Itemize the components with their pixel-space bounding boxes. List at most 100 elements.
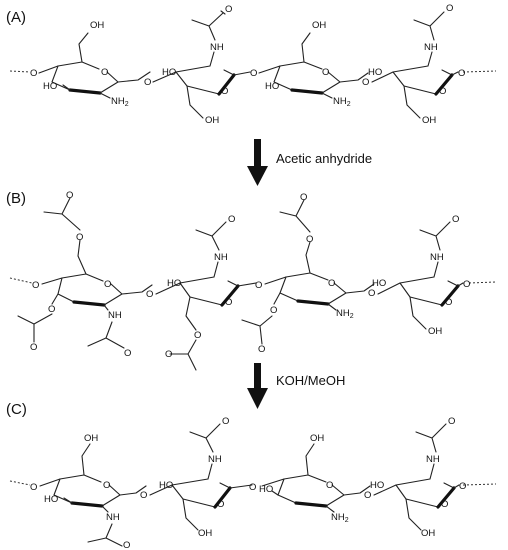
atom-ring-o: O bbox=[104, 279, 111, 290]
bond bbox=[101, 505, 109, 513]
atom-ring-o: O bbox=[441, 499, 448, 510]
bond-bold bbox=[434, 73, 454, 96]
atom-nh: NH bbox=[424, 42, 438, 53]
bond-bold bbox=[70, 501, 104, 508]
atom-oh: OH bbox=[310, 433, 324, 444]
bond bbox=[43, 197, 81, 231]
atom-nh: NH bbox=[208, 454, 222, 465]
bond bbox=[457, 282, 464, 287]
atom-nh2: NH2 bbox=[336, 308, 354, 320]
atom-ring-o: O bbox=[221, 86, 228, 97]
ring-b3: O O O O O NH2 O bbox=[241, 192, 375, 355]
bond bbox=[77, 239, 87, 275]
arrow-2-head bbox=[247, 388, 268, 409]
bond bbox=[327, 303, 337, 311]
atom-ring-o: O bbox=[445, 297, 452, 308]
atom-o: O bbox=[222, 416, 229, 427]
atom-end-o: O bbox=[458, 68, 465, 79]
chain-a-dash-left bbox=[9, 70, 31, 73]
atom-o: O bbox=[194, 330, 201, 341]
atom-ho: HO bbox=[162, 67, 176, 78]
atom-nh: NH bbox=[430, 252, 444, 263]
bond bbox=[429, 463, 435, 480]
bond bbox=[405, 498, 422, 531]
bond bbox=[87, 523, 123, 547]
bond bbox=[213, 261, 219, 278]
atom-o: O bbox=[258, 344, 265, 355]
atom-o: O bbox=[30, 482, 37, 493]
atom-ho: HO bbox=[167, 278, 181, 289]
bond bbox=[51, 293, 59, 305]
atom-o: O bbox=[32, 280, 39, 291]
chain-b-dash-right bbox=[468, 281, 497, 284]
bond-bold bbox=[294, 501, 328, 508]
bond bbox=[237, 282, 257, 287]
bond bbox=[339, 72, 369, 83]
bond-bold bbox=[68, 88, 102, 95]
atom-glyco-o: O bbox=[146, 289, 153, 300]
atom-ring-o: O bbox=[103, 480, 110, 491]
bond bbox=[233, 71, 251, 76]
atom-end-o: O bbox=[463, 279, 470, 290]
atom-ho: HO bbox=[159, 480, 173, 491]
atom-nh: NH bbox=[214, 252, 228, 263]
atom-oh: OH bbox=[422, 115, 436, 126]
atom-o: O bbox=[446, 3, 453, 14]
bond bbox=[321, 92, 333, 99]
atom-ring-o: O bbox=[326, 480, 333, 491]
atom-nh: NH bbox=[210, 42, 224, 53]
atom-oh: OH bbox=[428, 326, 442, 337]
bond-bold bbox=[72, 300, 106, 307]
ring-a4: HO NH O O OH O bbox=[368, 3, 465, 126]
bond bbox=[273, 292, 281, 305]
bond bbox=[325, 505, 335, 513]
bond bbox=[453, 484, 460, 489]
bond bbox=[182, 498, 199, 531]
atom-ring-o: O bbox=[225, 297, 232, 308]
atom-ring-o: O bbox=[217, 499, 224, 510]
bond bbox=[273, 65, 341, 94]
bond bbox=[191, 12, 224, 41]
bond bbox=[57, 277, 123, 306]
atom-o: O bbox=[30, 342, 37, 353]
bond bbox=[189, 423, 221, 453]
atom-nh2: NH2 bbox=[333, 96, 351, 108]
bond bbox=[207, 463, 213, 480]
bond bbox=[117, 71, 151, 83]
bond bbox=[419, 221, 451, 251]
bond bbox=[99, 92, 111, 99]
bond-bold bbox=[296, 299, 330, 306]
bond bbox=[409, 296, 427, 330]
atom-oh: OH bbox=[198, 528, 212, 539]
atom-ring-o: O bbox=[439, 86, 446, 97]
atom-ring-o: O bbox=[328, 278, 335, 289]
atom-o: O bbox=[300, 192, 307, 203]
bond bbox=[261, 474, 327, 487]
bond bbox=[413, 11, 445, 41]
chain-a: O OH O HO NH2 O HO NH O O bbox=[9, 3, 497, 126]
bond bbox=[121, 284, 153, 295]
ring-c3: OH O HO NH2 O bbox=[259, 433, 371, 524]
atom-glyco-o: O bbox=[255, 280, 262, 291]
atom-glyco-o: O bbox=[364, 490, 371, 501]
panel-label-b: (B) bbox=[6, 190, 26, 207]
ring-c4: HO NH O O OH O bbox=[370, 416, 466, 539]
bond bbox=[427, 51, 433, 67]
atom-glyco-o: O bbox=[368, 288, 375, 299]
bond bbox=[38, 61, 100, 74]
panel-label-c: (C) bbox=[6, 401, 27, 418]
bond bbox=[81, 443, 91, 476]
atom-ho: HO bbox=[44, 494, 58, 505]
chain-c-dash-left bbox=[9, 480, 31, 486]
bond bbox=[169, 339, 197, 371]
bond bbox=[155, 276, 215, 295]
atom-nh2: NH2 bbox=[111, 96, 129, 108]
atom-oh: OH bbox=[84, 433, 98, 444]
bond-bold bbox=[440, 284, 460, 307]
bond bbox=[403, 85, 421, 119]
atom-ring-o: O bbox=[101, 67, 108, 78]
atom-nh: NH bbox=[106, 512, 120, 523]
atom-ring-o: O bbox=[322, 67, 329, 78]
arrow-1-shaft bbox=[254, 139, 261, 167]
atom-o: O bbox=[165, 349, 172, 360]
